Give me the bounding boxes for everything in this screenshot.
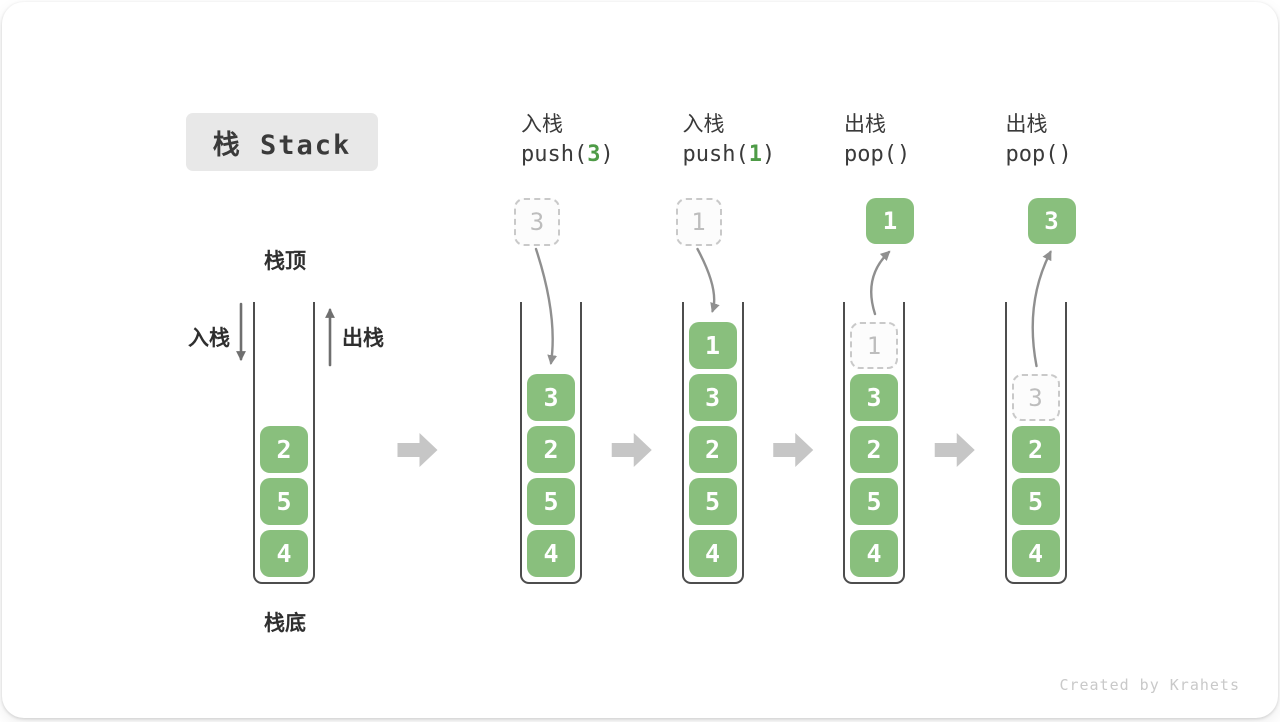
stage-op-code-pre: pop(: [844, 142, 897, 167]
stack-element: 4: [527, 530, 575, 577]
stage-op-code: pop(): [844, 142, 910, 167]
stage-op-code-post: ): [761, 142, 776, 167]
stack-element: 5: [527, 478, 575, 525]
stage-op-code-pre: push(: [521, 142, 588, 167]
stack-element: 2: [850, 426, 898, 473]
stage-op-code-post: ): [896, 142, 911, 167]
stack-element: 1: [688, 322, 737, 369]
pushed-element-box: 3: [514, 198, 560, 246]
stage-op-code-pre: pop(: [1005, 142, 1059, 167]
stage-op-code-arg: 3: [587, 142, 601, 167]
next-step-arrow: [934, 433, 975, 467]
stage-op-code: push(3): [521, 142, 614, 167]
stack-slot-ghost: 3: [1011, 374, 1060, 421]
watermark: Created by Krahets: [1059, 676, 1240, 694]
stack-element: 4: [260, 530, 308, 577]
stage-op-code-post: ): [1058, 142, 1072, 167]
stack-element: 5: [1011, 478, 1060, 525]
stage-op-code: pop(): [1006, 142, 1072, 167]
stack-element: 5: [688, 478, 737, 525]
stage-op-label: 入栈: [682, 113, 725, 136]
stack-bottom-label: 栈底: [264, 612, 306, 635]
stack-slot-ghost: 1: [850, 322, 898, 369]
stack-element: 2: [688, 426, 737, 473]
stack-top-label: 栈顶: [264, 250, 306, 273]
next-step-arrow: [611, 433, 652, 467]
stack-element: 3: [527, 374, 575, 421]
stack-container: [681, 302, 744, 584]
stack-element: 3: [850, 374, 898, 421]
title-text: 栈 Stack: [212, 129, 352, 161]
stack-element: 2: [1011, 426, 1060, 473]
popped-element-box: 3: [1027, 198, 1076, 244]
pushed-element-box: 1: [675, 198, 722, 246]
stack-element: 5: [260, 478, 308, 525]
stack-container: [1004, 302, 1067, 584]
stage-op-code-pre: push(: [682, 142, 749, 167]
stage-op-label: 出栈: [844, 113, 886, 136]
stack-element: 4: [688, 530, 737, 577]
push-side-label: 入栈: [188, 327, 230, 350]
stack-container: [253, 302, 315, 584]
stage-op-label: 入栈: [521, 113, 563, 136]
stack-element: 5: [850, 478, 898, 525]
stage-op-code-arg: 1: [748, 142, 762, 167]
stack-element: 4: [850, 530, 898, 577]
stack-element: 4: [1011, 530, 1060, 577]
stack-container: [520, 302, 582, 584]
popped-element-box: 1: [866, 198, 914, 244]
stack-element: 2: [527, 426, 575, 473]
next-step-arrow: [773, 433, 814, 467]
title-box: 栈 Stack: [186, 113, 378, 171]
pop-side-label: 出栈: [342, 327, 384, 350]
stack-element: 3: [688, 374, 737, 421]
stack-element: 2: [260, 426, 308, 473]
stage-op-code: push(1): [683, 142, 776, 167]
stage-op-code-post: ): [600, 142, 614, 167]
stage-op-label: 出栈: [1005, 113, 1048, 136]
next-step-arrow: [397, 433, 438, 467]
stack-container: [843, 302, 905, 584]
